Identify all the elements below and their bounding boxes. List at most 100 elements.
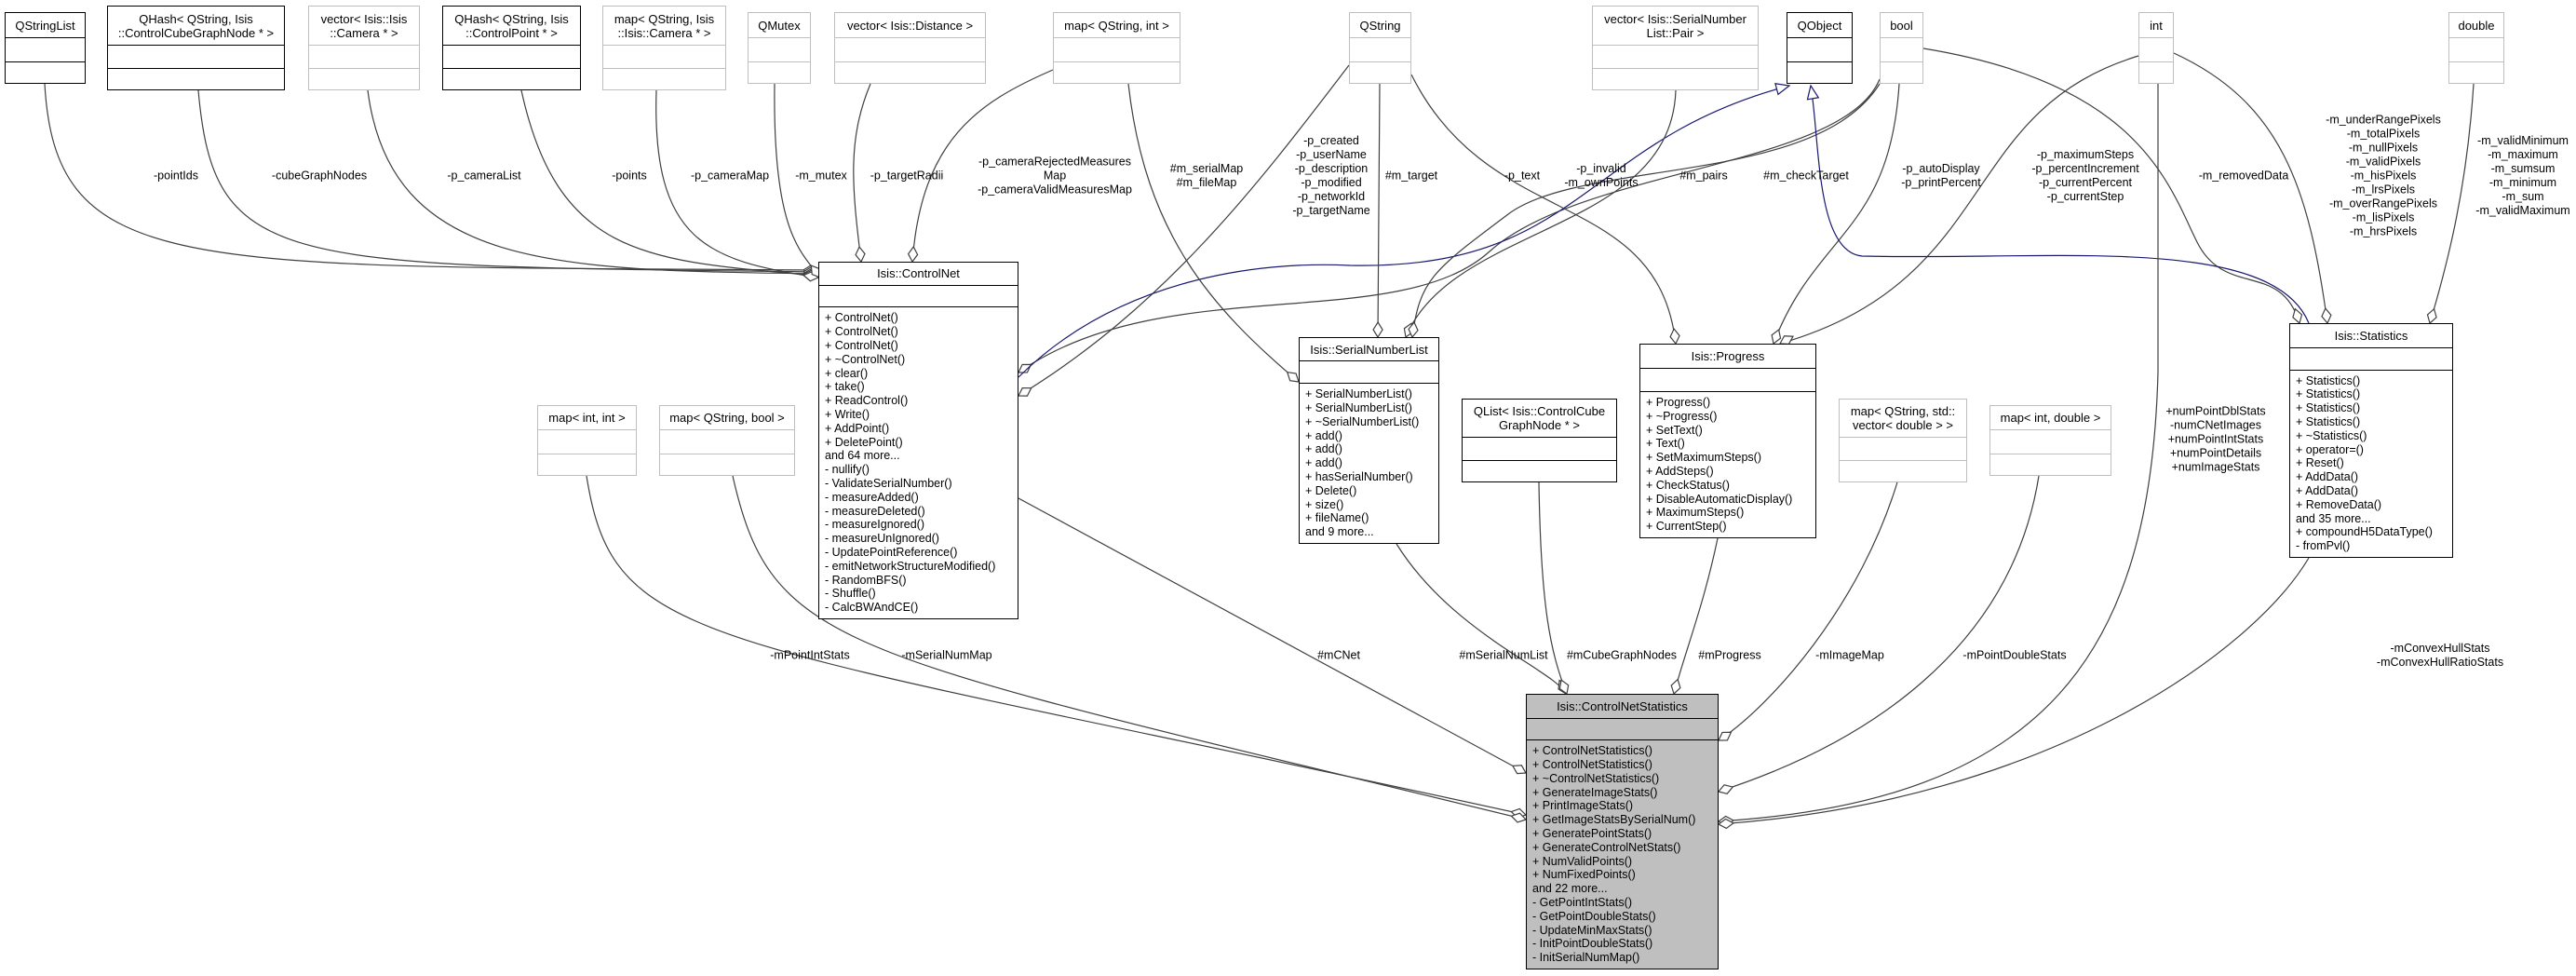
- method-item[interactable]: + ~ControlNet(): [825, 352, 906, 366]
- method-item[interactable]: + ~ControlNetStatistics(): [1532, 771, 1660, 785]
- method-item[interactable]: + Statistics(): [2296, 387, 2361, 401]
- method-item[interactable]: + ~Progress(): [1646, 409, 1718, 423]
- method-item[interactable]: + CheckStatus(): [1646, 478, 1730, 492]
- method-item[interactable]: + DeletePoint(): [825, 435, 903, 449]
- method-item[interactable]: + Progress(): [1646, 396, 1711, 409]
- method-item[interactable]: + RemoveData(): [2296, 497, 2382, 511]
- method-item[interactable]: + operator=(): [2296, 442, 2364, 456]
- method-item[interactable]: and 9 more...: [1305, 525, 1374, 539]
- class-node-qstring[interactable]: QString: [1349, 12, 1411, 84]
- method-item[interactable]: + GenerateImageStats(): [1532, 785, 1658, 799]
- edge-label: #m_checkTarget: [1763, 169, 1849, 183]
- method-item[interactable]: + Write(): [825, 408, 870, 422]
- class-node-qhash-qstring-isis-controlcubegraphnode[interactable]: QHash< QString, Isis ::ControlCubeGraphN…: [107, 6, 285, 90]
- method-item[interactable]: + add(): [1305, 456, 1342, 470]
- method-item[interactable]: - measureIgnored(): [825, 518, 924, 532]
- method-item[interactable]: + AddData(): [2296, 470, 2359, 484]
- method-item[interactable]: + GetImageStatsBySerialNum(): [1532, 813, 1696, 827]
- method-item[interactable]: + compoundH5DataType(): [2296, 525, 2433, 539]
- method-item[interactable]: + CurrentStep(): [1646, 520, 1727, 534]
- method-item[interactable]: + Text(): [1646, 437, 1685, 451]
- method-item[interactable]: - Shuffle(): [825, 587, 876, 601]
- class-name: vector< Isis::Isis ::Camera * >: [320, 11, 408, 40]
- method-item[interactable]: + ~SerialNumberList(): [1305, 414, 1420, 428]
- method-item[interactable]: + ControlNet(): [825, 311, 898, 325]
- method-item[interactable]: - InitPointDoubleStats(): [1532, 937, 1653, 951]
- method-item[interactable]: + add(): [1305, 428, 1342, 442]
- class-node-map-qstring-int[interactable]: map< QString, int >: [1053, 12, 1180, 84]
- method-item[interactable]: + SetText(): [1646, 423, 1703, 437]
- method-item[interactable]: and 22 more...: [1532, 882, 1608, 896]
- class-node-map-qstring-isis-isis-camera[interactable]: map< QString, Isis ::Isis::Camera * >: [602, 6, 726, 90]
- method-item[interactable]: + DisableAutomaticDisplay(): [1646, 492, 1793, 506]
- class-node-int[interactable]: int: [2138, 12, 2174, 84]
- class-node-vector-isis-serialnumber-list-pair[interactable]: vector< Isis::SerialNumber List::Pair >: [1592, 6, 1759, 90]
- aggregation-edge: [1127, 83, 1300, 383]
- method-item[interactable]: and 64 more...: [825, 449, 900, 463]
- method-item[interactable]: + take(): [825, 380, 865, 394]
- class-node-qobject[interactable]: QObject: [1787, 12, 1853, 84]
- class-node-qhash-qstring-isis-controlpoint[interactable]: QHash< QString, Isis ::ControlPoint * >: [442, 6, 581, 90]
- class-node-map-qstring-std-vector-double[interactable]: map< QString, std:: vector< double > >: [1839, 399, 1967, 482]
- method-item[interactable]: + Statistics(): [2296, 401, 2361, 415]
- method-item[interactable]: + SetMaximumSteps(): [1646, 451, 1761, 465]
- method-item[interactable]: + GeneratePointStats(): [1532, 827, 1652, 841]
- method-item[interactable]: + Delete(): [1305, 483, 1357, 497]
- method-item[interactable]: + size(): [1305, 497, 1344, 511]
- edge-label: #mCNet: [1317, 649, 1360, 663]
- method-item[interactable]: - RandomBFS(): [825, 573, 907, 587]
- method-item[interactable]: - GetPointIntStats(): [1532, 896, 1632, 910]
- method-item[interactable]: + clear(): [825, 366, 869, 380]
- class-node-map-qstring-bool[interactable]: map< QString, bool >: [659, 405, 795, 476]
- method-item[interactable]: - UpdateMinMaxStats(): [1532, 923, 1652, 937]
- method-item[interactable]: + SerialNumberList(): [1305, 387, 1412, 401]
- method-item[interactable]: + AddPoint(): [825, 421, 890, 435]
- method-item[interactable]: + GenerateControlNetStats(): [1532, 840, 1681, 854]
- class-node-isis-controlnet[interactable]: Isis::ControlNet+ ControlNet()+ ControlN…: [818, 262, 1018, 619]
- method-item[interactable]: + SerialNumberList(): [1305, 401, 1412, 415]
- method-item[interactable]: + hasSerialNumber(): [1305, 470, 1413, 484]
- method-item[interactable]: + ControlNetStatistics(): [1532, 758, 1652, 772]
- method-item[interactable]: + AddSteps(): [1646, 464, 1714, 478]
- method-item[interactable]: + ~Statistics(): [2296, 428, 2367, 442]
- method-item[interactable]: + MaximumSteps(): [1646, 506, 1745, 520]
- method-item[interactable]: + NumValidPoints(): [1532, 854, 1633, 868]
- class-node-qmutex[interactable]: QMutex: [748, 12, 811, 84]
- class-node-vector-isis-distance[interactable]: vector< Isis::Distance >: [834, 12, 986, 84]
- method-item[interactable]: + PrintImageStats(): [1532, 799, 1634, 813]
- method-item[interactable]: + AddData(): [2296, 484, 2359, 498]
- class-node-qlist-isis-controlcube-graphnode[interactable]: QList< Isis::ControlCube GraphNode * >: [1462, 399, 1617, 482]
- method-item[interactable]: + ControlNet(): [825, 325, 898, 339]
- class-node-isis-controlnetstatistics[interactable]: Isis::ControlNetStatistics+ ControlNetSt…: [1526, 694, 1719, 969]
- method-item[interactable]: - ValidateSerialNumber(): [825, 477, 952, 491]
- class-node-map-int-int[interactable]: map< int, int >: [537, 405, 637, 476]
- class-node-qstringlist[interactable]: QStringList: [5, 12, 86, 84]
- method-item[interactable]: + ReadControl(): [825, 394, 909, 408]
- class-node-isis-serialnumberlist[interactable]: Isis::SerialNumberList+ SerialNumberList…: [1299, 337, 1439, 544]
- class-node-isis-statistics[interactable]: Isis::Statistics+ Statistics()+ Statisti…: [2289, 323, 2453, 558]
- method-item[interactable]: + Reset(): [2296, 456, 2344, 470]
- class-node-map-int-double[interactable]: map< int, double >: [1989, 405, 2111, 476]
- method-item[interactable]: + Statistics(): [2296, 415, 2361, 429]
- method-item[interactable]: - UpdatePointReference(): [825, 546, 958, 560]
- method-item[interactable]: + add(): [1305, 442, 1342, 456]
- method-item[interactable]: - nullify(): [825, 463, 870, 477]
- method-item[interactable]: - InitSerialNumMap(): [1532, 951, 1640, 965]
- method-item[interactable]: - measureUnIgnored(): [825, 532, 939, 546]
- method-item[interactable]: and 35 more...: [2296, 511, 2371, 525]
- method-item[interactable]: + ControlNet(): [825, 339, 898, 353]
- class-node-double[interactable]: double: [2448, 12, 2504, 84]
- method-item[interactable]: - measureDeleted(): [825, 504, 925, 518]
- method-item[interactable]: + ControlNetStatistics(): [1532, 744, 1652, 758]
- method-item[interactable]: - CalcBWAndCE(): [825, 601, 919, 615]
- method-item[interactable]: + NumFixedPoints(): [1532, 868, 1636, 882]
- method-item[interactable]: + fileName(): [1305, 511, 1369, 525]
- class-node-vector-isis-isis-camera[interactable]: vector< Isis::Isis ::Camera * >: [308, 6, 420, 90]
- method-item[interactable]: - fromPvl(): [2296, 539, 2351, 553]
- method-item[interactable]: - measureAdded(): [825, 490, 919, 504]
- method-item[interactable]: - GetPointDoubleStats(): [1532, 909, 1656, 923]
- method-item[interactable]: + Statistics(): [2296, 373, 2361, 387]
- class-node-isis-progress[interactable]: Isis::Progress+ Progress()+ ~Progress()+…: [1639, 344, 1816, 538]
- class-node-bool[interactable]: bool: [1880, 12, 1923, 84]
- method-item[interactable]: - emitNetworkStructureModified(): [825, 559, 996, 573]
